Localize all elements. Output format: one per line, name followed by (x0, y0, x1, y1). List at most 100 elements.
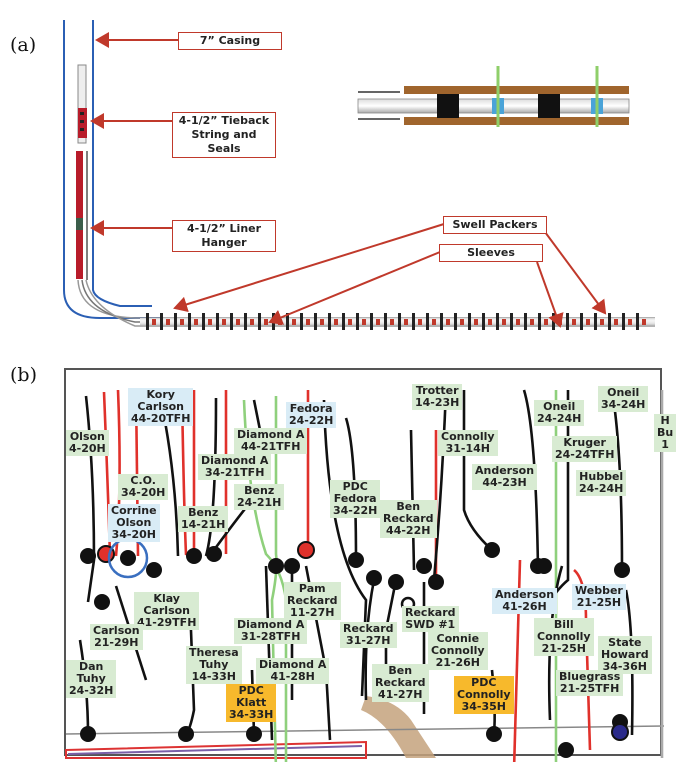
well-label-line: Olson (116, 516, 152, 529)
well-label-line: 21-29H (94, 636, 139, 649)
well-label-line: Theresa (189, 646, 239, 659)
well-label-line: Connolly (431, 644, 485, 657)
sleeve (222, 319, 226, 325)
well-label-line: Reckard (343, 622, 394, 635)
swell-packer (426, 313, 429, 330)
well-label-line: Tuhy (76, 672, 106, 685)
swell-packer (412, 313, 415, 330)
swell-packer (580, 313, 583, 330)
wellbore-path (522, 389, 540, 571)
well-label-line: 21-25H (576, 596, 622, 609)
well-label-line: Diamond A (237, 428, 305, 441)
sleeve (278, 319, 282, 325)
wellhead-marker (536, 558, 552, 574)
well-label-line: 24-21H (237, 496, 282, 509)
well-label-line: Anderson (495, 588, 555, 601)
callout-tieback: 4-1/2” Tieback String and Seals (172, 112, 276, 158)
callout-arrows (90, 32, 607, 328)
swell-packer (300, 313, 303, 330)
sleeve (264, 319, 268, 325)
well-label-line: Trotter (415, 384, 459, 397)
casing-7in (63, 20, 160, 319)
well-label-line: 41-28H (270, 670, 315, 683)
sleeve (334, 319, 338, 325)
swell-packer (398, 313, 401, 330)
well-label-line: C.O. (130, 474, 156, 487)
sleeve (530, 319, 534, 325)
well-label-line: 21-25TFH (559, 682, 620, 695)
sleeve (250, 319, 254, 325)
well-label-line: 34-20H (111, 528, 156, 541)
well-label-line: 34-21TFH (205, 466, 265, 479)
well-label-line: Bluegrass (559, 670, 621, 683)
wellhead-marker (120, 550, 136, 566)
well-label-line: Carlson (93, 624, 140, 637)
well-label-line: Kory (146, 388, 175, 401)
well-label-line: 34-33H (229, 708, 274, 721)
well-label-line: State (608, 636, 642, 649)
well-label-line: Corrine (111, 504, 157, 517)
sleeve (180, 319, 184, 325)
swell-packer (510, 313, 513, 330)
sleeve (208, 319, 212, 325)
well-label-line: Connolly (457, 688, 511, 701)
tieback-string (77, 64, 87, 144)
well-label-line: 24-32H (69, 684, 114, 697)
swell-packer (146, 313, 149, 330)
sleeve (460, 319, 464, 325)
well-label-line: Benz (188, 506, 219, 519)
well-label-line: Reckard (375, 676, 426, 689)
swell-packer (622, 313, 625, 330)
lease-line (65, 725, 665, 735)
wellhead-marker (297, 541, 315, 559)
well-label-line: 14-33H (191, 670, 237, 683)
swell-packer (482, 313, 485, 330)
wellbore-path (432, 389, 448, 581)
wellhead-marker (186, 548, 202, 564)
well-label-line: Diamond A (237, 618, 305, 631)
sleeve (614, 319, 618, 325)
sleeve (502, 319, 506, 325)
wellhead-marker (94, 594, 110, 610)
sleeve (292, 319, 296, 325)
panel-b-label: (b) (10, 364, 37, 386)
well-label-line: Klay (153, 592, 180, 605)
well-label-line: Pam (298, 582, 326, 595)
sleeve (488, 319, 492, 325)
wellhead-marker (348, 552, 364, 568)
well-label-line: Carlson (143, 604, 191, 617)
well-label-line: 41-27H (378, 688, 423, 701)
swell-packer (202, 313, 205, 330)
well-label-co-34-20h: C.O.34-20H (118, 474, 169, 500)
sleeve (446, 319, 450, 325)
well-label-line: Kruger (563, 436, 606, 449)
well-label-line: SWD #1 (405, 618, 456, 631)
wellhead-marker (428, 574, 444, 590)
well-label-line: Diamond A (259, 658, 327, 671)
well-label-line: 44-21TFH (241, 440, 301, 453)
well-label-line: PDC (471, 676, 497, 689)
wellhead-marker (416, 558, 432, 574)
well-label-line: Ben (396, 500, 421, 513)
well-label-line: Fedora (333, 492, 377, 505)
wellhead-marker (284, 558, 300, 574)
well-label-line: 14-21H (181, 518, 226, 531)
swell-packer (160, 313, 163, 330)
swell-packer (342, 313, 345, 330)
well-label-line: 34-24H (601, 398, 646, 411)
well-label-line: 31-14H (445, 442, 490, 455)
